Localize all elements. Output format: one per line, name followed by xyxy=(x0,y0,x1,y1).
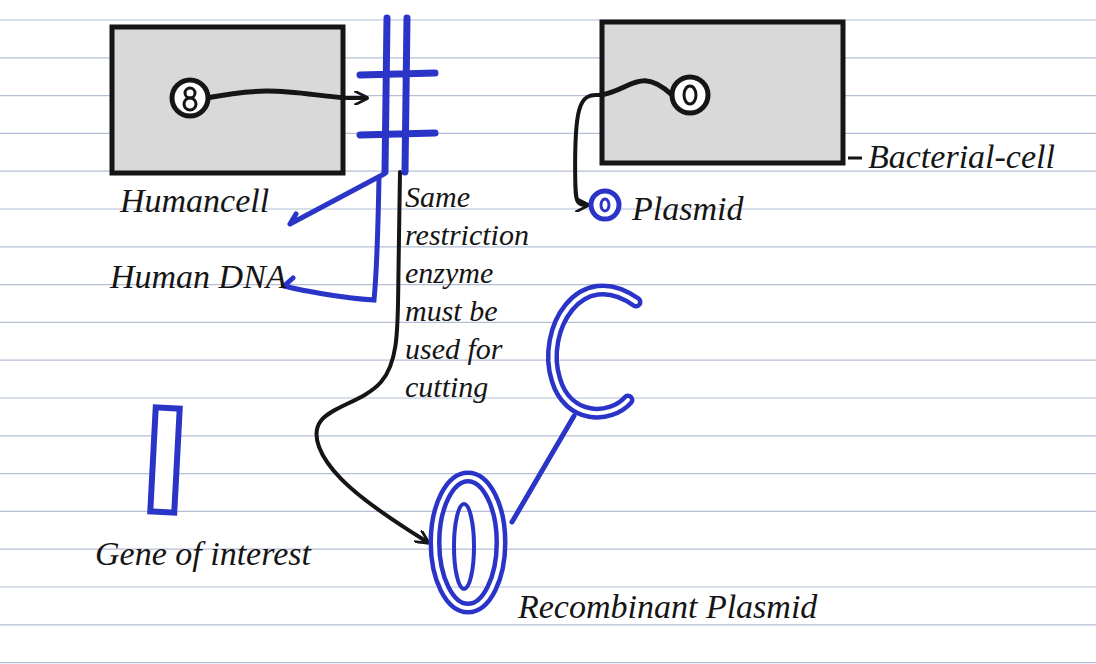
ruled-line xyxy=(0,322,1096,323)
plasmid-inner xyxy=(454,504,474,589)
plasmid: Plasmid xyxy=(588,188,622,222)
plasmid xyxy=(672,77,708,113)
leader-line xyxy=(290,174,384,224)
ruled-line xyxy=(0,397,1096,398)
recombinant-plasmid: Recombinant Plasmid xyxy=(428,470,508,615)
plasmid-inner xyxy=(684,86,696,104)
node-shape xyxy=(600,20,845,165)
human-cell: Humancell xyxy=(110,25,345,175)
dna-symbol: Human DNA xyxy=(365,18,435,172)
connector-arrow xyxy=(575,95,600,205)
cell-line xyxy=(206,91,345,98)
ruled-lines xyxy=(0,20,1096,663)
plasmid-outline xyxy=(435,477,501,608)
node-shape xyxy=(428,470,508,615)
ruled-line xyxy=(0,662,1096,663)
ruled-line xyxy=(0,19,1096,20)
node-shape xyxy=(110,25,345,175)
leader-line xyxy=(848,157,862,160)
cell-line xyxy=(600,81,672,95)
connector-arrow xyxy=(345,96,367,100)
nucleus xyxy=(172,80,208,116)
node-label: Humancell xyxy=(120,182,269,220)
node-shape xyxy=(588,188,622,222)
nucleolus xyxy=(184,98,196,110)
node-label: Gene of interest xyxy=(95,535,311,573)
node-label: Bacterial-cell xyxy=(868,138,1055,176)
node-label: Recombinant Plasmid xyxy=(518,588,817,626)
edge-label: Same restriction enzyme must be used for… xyxy=(405,178,555,406)
ruled-line xyxy=(0,246,1096,247)
cut-plasmid xyxy=(552,290,636,413)
leader-line xyxy=(284,178,379,300)
ruled-line xyxy=(0,586,1096,587)
plasmid-outline xyxy=(435,477,501,608)
leader-line xyxy=(512,416,574,522)
cell-outline xyxy=(112,27,343,173)
gene-fragment: Gene of interest xyxy=(145,405,185,515)
cell-outline xyxy=(602,22,843,163)
node-label: Plasmid xyxy=(632,190,743,228)
node-label: Human DNA xyxy=(110,258,287,296)
cut-plasmid xyxy=(552,290,636,413)
plasmid-ring xyxy=(601,199,609,211)
node-shape xyxy=(145,405,185,515)
dna-symbol xyxy=(360,18,435,172)
gene-bar xyxy=(150,407,179,512)
bacterial-cell: Bacterial-cell xyxy=(600,20,845,165)
node-shape xyxy=(365,18,435,172)
plasmid-ring xyxy=(591,191,619,219)
